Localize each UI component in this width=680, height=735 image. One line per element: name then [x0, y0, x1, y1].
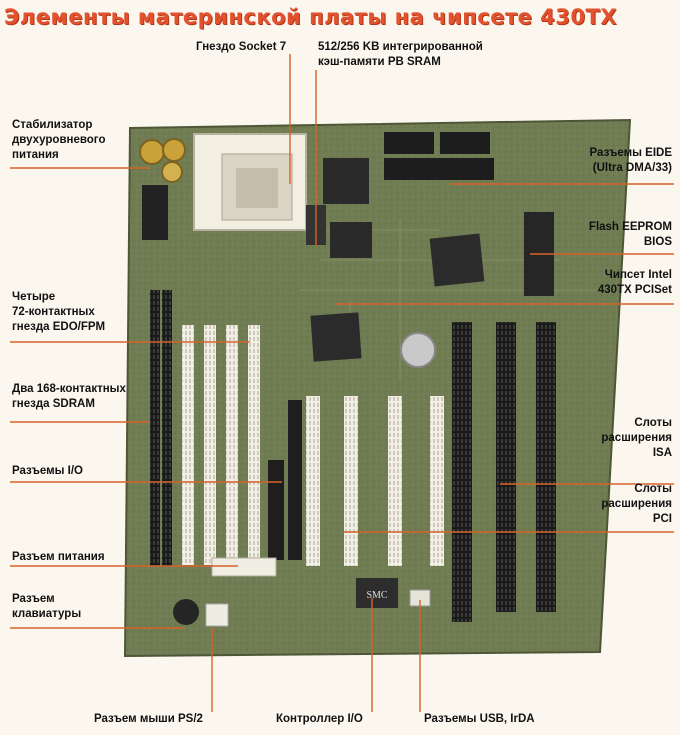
keyboard-mouse-connectors [173, 599, 229, 627]
label-eide: Разъемы EIDE (Ultra DMA/33) [589, 147, 672, 174]
label-power-connector: Разъем питания [12, 551, 105, 563]
label-cache: 512/256 KB интегрированной кэш-памяти PB… [318, 41, 483, 68]
pci-slots [306, 396, 444, 566]
label-stabilizer: Стабилизатор двухуровневого питания [12, 119, 106, 161]
leader-lines [10, 54, 674, 712]
label-simm-slots: Четыре 72-контактных гнезда EDO/FPM [12, 291, 106, 333]
socket-7 [193, 133, 307, 231]
memory-slots [150, 290, 260, 566]
label-pci-slots: Слоты расширения PCI [601, 483, 672, 525]
smc-chip-label: SMC [366, 590, 387, 601]
stabilizer-capacitors [139, 138, 186, 240]
cache-chips [306, 158, 372, 258]
cmos-battery [400, 332, 436, 368]
label-dimm-slots: Два 168-контактных гнезда SDRAM [12, 383, 126, 410]
label-isa-slots: Слоты расширения ISA [601, 417, 672, 459]
label-io-ports: Разъемы I/O [12, 465, 83, 477]
power-connector [211, 557, 277, 577]
chipset-chips [310, 233, 485, 362]
label-flash-bios: Flash EEPROM BIOS [588, 221, 672, 248]
page-title: Элементы материнской платы на чипсете 43… [4, 5, 618, 29]
isa-slots [452, 322, 556, 622]
label-chipset: Чипсет Intel 430TX PCISet [597, 269, 672, 296]
eide-connectors [384, 132, 494, 180]
label-keyboard-connector: Разъем клавиатуры [12, 593, 82, 620]
io-controller-chip: SMC [356, 578, 398, 608]
label-mouse-connector: Разъем мыши PS/2 [94, 713, 203, 725]
io-headers [268, 400, 302, 560]
label-socket-7: Гнездо Socket 7 [196, 41, 287, 53]
label-usb-irda: Разъемы USB, IrDA [424, 713, 535, 725]
label-io-controller: Контроллер I/O [276, 713, 363, 725]
